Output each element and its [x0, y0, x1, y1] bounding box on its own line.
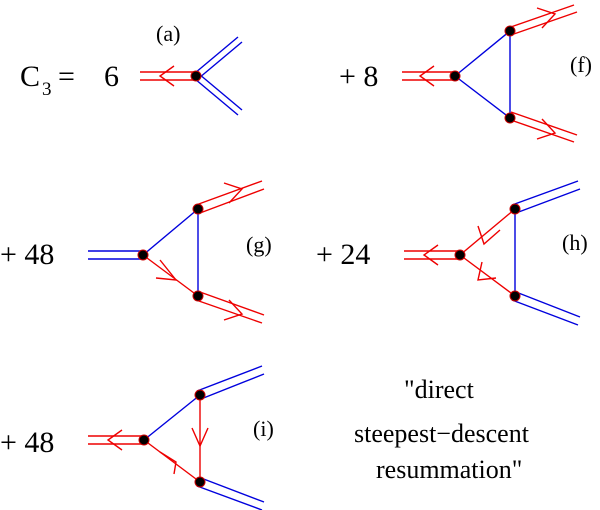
- lhs-equals: =: [58, 60, 75, 93]
- term-f: + 8 (f): [339, 4, 592, 143]
- blue-propagators: [511, 180, 581, 326]
- lhs-subscript: 3: [42, 79, 52, 100]
- vertex-dot: [454, 249, 466, 261]
- caption-line-1: "direct: [404, 375, 475, 404]
- caption-line-3: resummation": [376, 455, 522, 484]
- diagram-i: [88, 365, 265, 510]
- red-propagators: [142, 180, 265, 324]
- blue-propagators: [88, 208, 199, 296]
- vertex-dot: [504, 25, 516, 37]
- term-g: + 48 (g): [0, 180, 272, 324]
- label-f: (f): [570, 52, 592, 77]
- coefficient-h: + 24: [316, 238, 370, 271]
- term-i: + 48 (i): [0, 365, 274, 510]
- vertex-dot: [509, 203, 521, 215]
- coefficient-i: + 48: [0, 426, 54, 459]
- red-propagators: [404, 208, 516, 297]
- coefficient-a: 6: [104, 60, 119, 93]
- diagram-a: [140, 36, 243, 116]
- vertex-dot: [194, 476, 206, 488]
- term-a: 6 (a): [104, 21, 243, 116]
- blue-propagators: [194, 36, 243, 116]
- vertex-dot: [194, 389, 206, 401]
- blue-triangle: [454, 30, 511, 119]
- vertex-dot: [192, 290, 204, 302]
- coefficient-f: + 8: [339, 60, 378, 93]
- red-propagators: [88, 395, 209, 483]
- red-propagator: [140, 65, 195, 87]
- coefficient-g: + 48: [0, 238, 54, 271]
- label-a: (a): [156, 21, 180, 46]
- vertex-dot: [138, 434, 150, 446]
- vertex-dot: [509, 290, 521, 302]
- caption: "direct steepest−descent resummation": [354, 375, 530, 484]
- diagram-f: [402, 4, 578, 143]
- term-h: + 24 (h): [316, 180, 588, 326]
- vertex-dot: [190, 70, 202, 82]
- red-propagators: [402, 4, 578, 143]
- lhs-c: C: [20, 60, 40, 93]
- blue-propagators: [143, 365, 265, 510]
- vertex-dot: [192, 203, 204, 215]
- lhs: C 3 =: [20, 60, 75, 100]
- vertex-dot: [137, 249, 149, 261]
- label-i: (i): [253, 416, 274, 441]
- vertex-dot: [449, 70, 461, 82]
- label-h: (h): [562, 230, 588, 255]
- diagram-h: [404, 180, 581, 326]
- label-g: (g): [246, 232, 272, 257]
- caption-line-2: steepest−descent: [354, 419, 530, 448]
- vertex-dot: [504, 112, 516, 124]
- diagram-g: [88, 180, 265, 324]
